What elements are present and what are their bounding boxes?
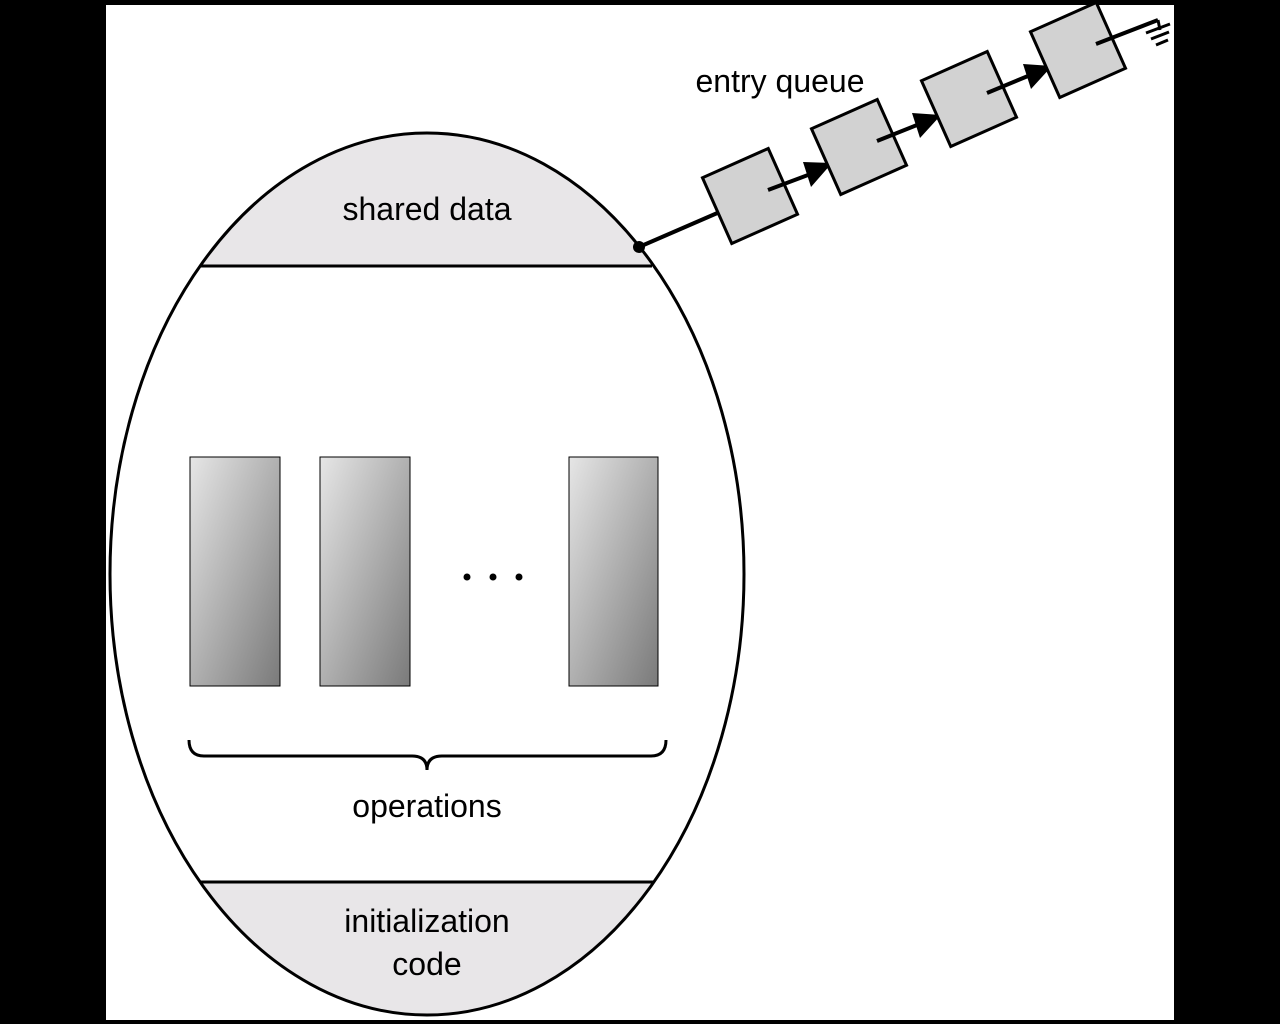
operations-label: operations — [352, 788, 501, 824]
operation-block — [189, 456, 281, 687]
entry-queue — [633, 0, 1171, 253]
ellipsis-dots — [463, 573, 523, 581]
queue-arrow — [767, 173, 809, 192]
shared-data-label: shared data — [342, 191, 511, 227]
queue-node — [1028, 0, 1128, 100]
code-label: code — [392, 946, 461, 982]
queue-node — [809, 97, 909, 197]
queue-arrow — [986, 74, 1029, 95]
operation-block — [319, 456, 411, 687]
queue-arrow — [876, 123, 918, 143]
entry-queue-label: entry queue — [695, 63, 864, 99]
queue-node — [700, 146, 800, 246]
operations-group — [189, 456, 659, 687]
operation-block — [568, 456, 659, 687]
queue-arrowhead — [912, 113, 941, 138]
initialization-label: initialization — [344, 903, 509, 939]
operations-brace — [187, 739, 668, 771]
queue-link — [638, 209, 723, 249]
queue-arrowhead — [1023, 64, 1052, 89]
queue-arrowhead — [803, 162, 832, 187]
monitor-outline — [108, 131, 746, 1017]
queue-node — [919, 49, 1019, 149]
null-ground-icon — [1095, 18, 1171, 47]
